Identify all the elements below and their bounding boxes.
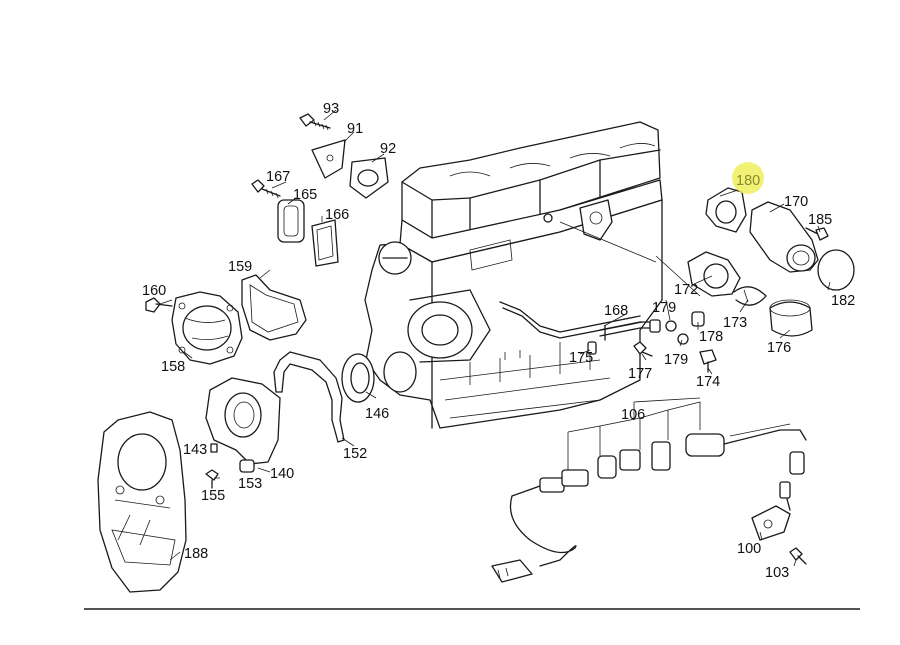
washer-179-a: [665, 320, 677, 332]
gasket-91: [311, 139, 346, 179]
sleeve-153: [239, 459, 255, 473]
clamp-173: [733, 286, 767, 306]
leader-lines: [159, 109, 831, 567]
label-178: 178: [699, 329, 723, 345]
label-182: 182: [831, 293, 855, 309]
part-175: [587, 341, 597, 355]
label-175: 175: [569, 350, 593, 366]
sensor-100: [751, 481, 791, 541]
part-labels: 93 91 92 167 165 166 159 160 158 168 179…: [142, 101, 855, 581]
label-92: 92: [380, 141, 396, 157]
label-179-b: 179: [664, 352, 688, 368]
label-168: 168: [604, 303, 628, 319]
bolt-160: [145, 297, 173, 313]
pin-143: [210, 443, 218, 453]
bolt-93: [299, 113, 331, 131]
label-167: 167: [266, 169, 290, 185]
label-185: 185: [808, 212, 832, 228]
label-143: 143: [183, 442, 207, 458]
seal-ring-146: [341, 353, 375, 403]
bolt-177: [633, 341, 653, 357]
label-158: 158: [161, 359, 185, 375]
pipe-168: [599, 319, 661, 341]
label-166: 166: [325, 207, 349, 223]
cover-158: [171, 291, 243, 365]
label-188: 188: [184, 546, 208, 562]
label-170: 170: [784, 194, 808, 210]
bolt-167: [251, 179, 281, 199]
bolt-185: [805, 227, 829, 241]
gasket-166: [311, 219, 339, 267]
gasket-180: [705, 187, 747, 233]
timing-case-188: [97, 411, 187, 593]
label-91: 91: [347, 121, 363, 137]
label-153: 153: [238, 476, 262, 492]
gasket-152: [273, 351, 345, 443]
label-173: 173: [723, 315, 747, 331]
label-152: 152: [343, 446, 367, 462]
highlight-180: [732, 162, 764, 194]
bolt-174: [699, 349, 717, 373]
seal-165: [277, 199, 305, 243]
label-179-a: 179: [652, 300, 676, 316]
label-93: 93: [323, 101, 339, 117]
label-165: 165: [293, 187, 317, 203]
label-103: 103: [765, 565, 789, 581]
label-159: 159: [228, 259, 252, 275]
label-174: 174: [696, 374, 720, 390]
bolt-155: [205, 469, 219, 489]
label-155: 155: [201, 488, 225, 504]
engine-block: [364, 121, 663, 429]
cap-182: [817, 249, 855, 291]
label-172: 172: [674, 282, 698, 298]
label-160: 160: [142, 283, 166, 299]
washer-179-b: [677, 333, 689, 345]
label-140: 140: [270, 466, 294, 482]
label-177: 177: [628, 366, 652, 382]
gasket-159: [241, 274, 307, 341]
bolt-103: [789, 547, 807, 565]
label-176: 176: [767, 340, 791, 356]
cover-92: [349, 157, 389, 199]
label-146: 146: [365, 406, 389, 422]
sensor-harness-106: [491, 401, 807, 583]
label-180: 180: [736, 173, 760, 189]
cover-140: [205, 377, 281, 465]
housing-172: [687, 251, 741, 297]
housing-170: [749, 201, 819, 273]
label-100: 100: [737, 541, 761, 557]
thermostat-176: [769, 299, 813, 337]
label-106: 106: [621, 407, 645, 423]
